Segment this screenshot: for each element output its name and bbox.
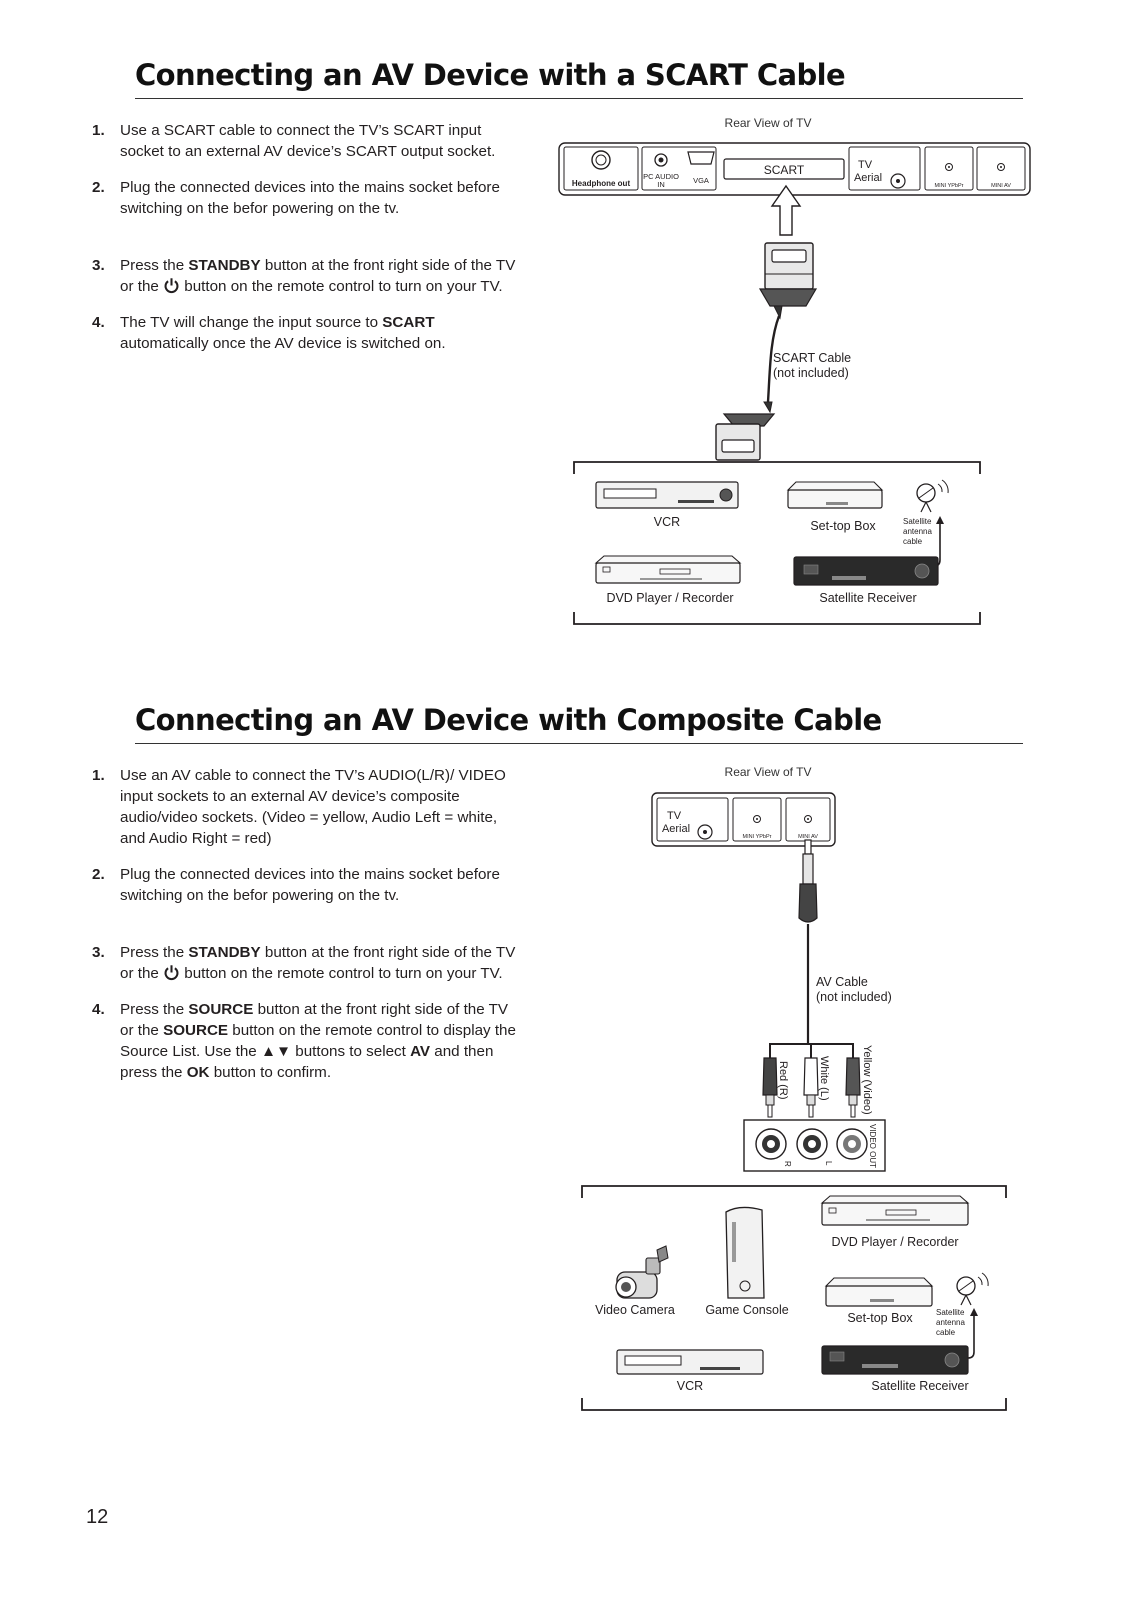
tv-rear-panel: Headphone out PC AUDIO IN VGA SCART TV A… [558,142,1031,196]
svg-text:Yellow (Video): Yellow (Video) [861,1045,873,1115]
section2-step-3: 3. Press the STANDBY button at the front… [92,944,516,982]
scart-cable [766,315,781,403]
section1-step-4: 4. The TV will change the input source t… [92,314,446,352]
device-bracket-top [581,1185,1007,1198]
headphone-label: Headphone out [572,179,631,188]
svg-text:MINI YPbPr: MINI YPbPr [743,834,772,840]
svg-text:R: R [783,1161,792,1167]
device-bracket-top [573,461,981,474]
svg-text:Red (R): Red (R) [777,1061,789,1100]
rear-view-label: Rear View of TV [725,116,812,130]
section1-steps: 1. Use a SCART cable to connect the TV’s… [90,120,520,354]
vcr-device-icon [616,1349,764,1375]
svg-text:antenna: antenna [936,1318,965,1327]
aerial-socket-icon [890,173,906,189]
rca-plug-red-icon [762,1057,778,1118]
svg-text:SCART: SCART [764,163,805,177]
vcr-device-icon [595,481,739,509]
svg-text:Rear View of TV: Rear View of TV [725,765,812,779]
svg-text:Satellite Receiver: Satellite Receiver [819,591,916,605]
mini-av-plug-icon [798,839,818,923]
svg-text:Satellite Receiver: Satellite Receiver [871,1379,968,1393]
page-number: 12 [86,1506,109,1528]
svg-text:L: L [824,1161,833,1166]
scart-connection-diagram: Rear View of TV Headphone out PC AUDIO I… [558,116,1031,625]
svg-text:MINI AV: MINI AV [798,834,818,840]
svg-text:TV: TV [858,159,873,171]
aerial-socket-icon [697,824,713,840]
svg-text:VGA: VGA [693,176,709,185]
rca-plug-white-icon [803,1057,819,1118]
power-icon [164,965,179,981]
section2-rule [135,743,1023,744]
dvd-device-icon [594,555,742,584]
svg-text:Satellite: Satellite [903,517,932,526]
device-bracket-bottom [573,612,981,625]
svg-text:Aerial: Aerial [854,172,882,184]
svg-text:SCART Cable: SCART Cable [773,351,851,365]
video-camera-icon [615,1245,669,1299]
svg-text:Game Console: Game Console [705,1303,788,1317]
svg-text:PC AUDIO: PC AUDIO [643,172,679,181]
settop-box-device-icon [786,481,884,509]
device-av-output-panel [743,1119,886,1172]
satellite-dish-icon [956,1272,989,1306]
scart-plug-top-icon [758,242,818,320]
svg-text:antenna: antenna [903,527,932,536]
svg-text:Set-top Box: Set-top Box [810,519,876,533]
svg-text:VIDEO OUT: VIDEO OUT [868,1124,877,1168]
svg-text:DVD Player / Recorder: DVD Player / Recorder [606,591,733,605]
headphone-jack-icon [591,150,611,170]
svg-text:MINI AV: MINI AV [991,183,1011,189]
satellite-receiver-device-icon [821,1345,969,1375]
section1-step-1: 1. Use a SCART cable to connect the TV’s… [92,122,496,160]
svg-text:Video Camera: Video Camera [595,1303,675,1317]
svg-text:IN: IN [657,180,665,189]
svg-text:AV Cable: AV Cable [816,975,868,989]
game-console-icon [725,1206,765,1299]
dvd-device-icon [820,1195,970,1226]
section1-title: Connecting an AV Device with a SCART Cab… [135,58,846,92]
section2-steps: 1. Use an AV cable to connect the TV’s A… [90,765,520,1083]
svg-text:cable: cable [903,537,923,546]
rca-plug-yellow-icon [845,1057,861,1118]
svg-text:VCR: VCR [654,515,680,529]
tv-rear-panel-partial: TV Aerial MINI YPbPr MINI AV [651,792,836,847]
satellite-dish-icon [916,479,949,513]
pc-audio-jack-icon [654,153,668,167]
svg-text:(not included): (not included) [773,366,849,380]
section2-step-4: 4. Press the SOURCE button at the front … [92,1001,516,1081]
antenna-arrow-icon [936,516,944,524]
device-bracket-bottom [581,1398,1007,1411]
power-icon [164,278,179,294]
svg-text:Set-top Box: Set-top Box [847,1311,913,1325]
svg-text:cable: cable [936,1328,956,1337]
section1-step-2: 2. Plug the connected devices into the m… [92,179,500,217]
antenna-arrow-icon [970,1308,978,1316]
svg-text:White (L): White (L) [818,1056,830,1101]
svg-text:MINI YPbPr: MINI YPbPr [935,183,964,189]
svg-text:Satellite: Satellite [936,1308,965,1317]
section1-step-3: 3. Press the STANDBY button at the front… [92,257,516,295]
section1-rule [135,98,1023,99]
svg-text:DVD Player / Recorder: DVD Player / Recorder [831,1235,958,1249]
svg-text:TV: TV [667,810,682,822]
svg-text:Aerial: Aerial [662,823,690,835]
svg-text:VCR: VCR [677,1379,703,1393]
up-arrow-icon [770,184,802,236]
section2-step-2: 2. Plug the connected devices into the m… [92,866,500,904]
scart-socket [723,158,845,180]
scart-plug-bottom-icon [715,401,776,461]
composite-connection-diagram: Rear View of TV TV Aerial MINI YPbPr MIN… [581,765,1007,1411]
section2-step-1: 1. Use an AV cable to connect the TV’s A… [92,767,506,847]
satellite-receiver-device-icon [793,556,939,586]
svg-text:(not included): (not included) [816,990,892,1004]
section2-title: Connecting an AV Device with Composite C… [135,703,882,737]
vga-port-icon [687,151,715,165]
settop-box-device-icon [824,1277,934,1307]
